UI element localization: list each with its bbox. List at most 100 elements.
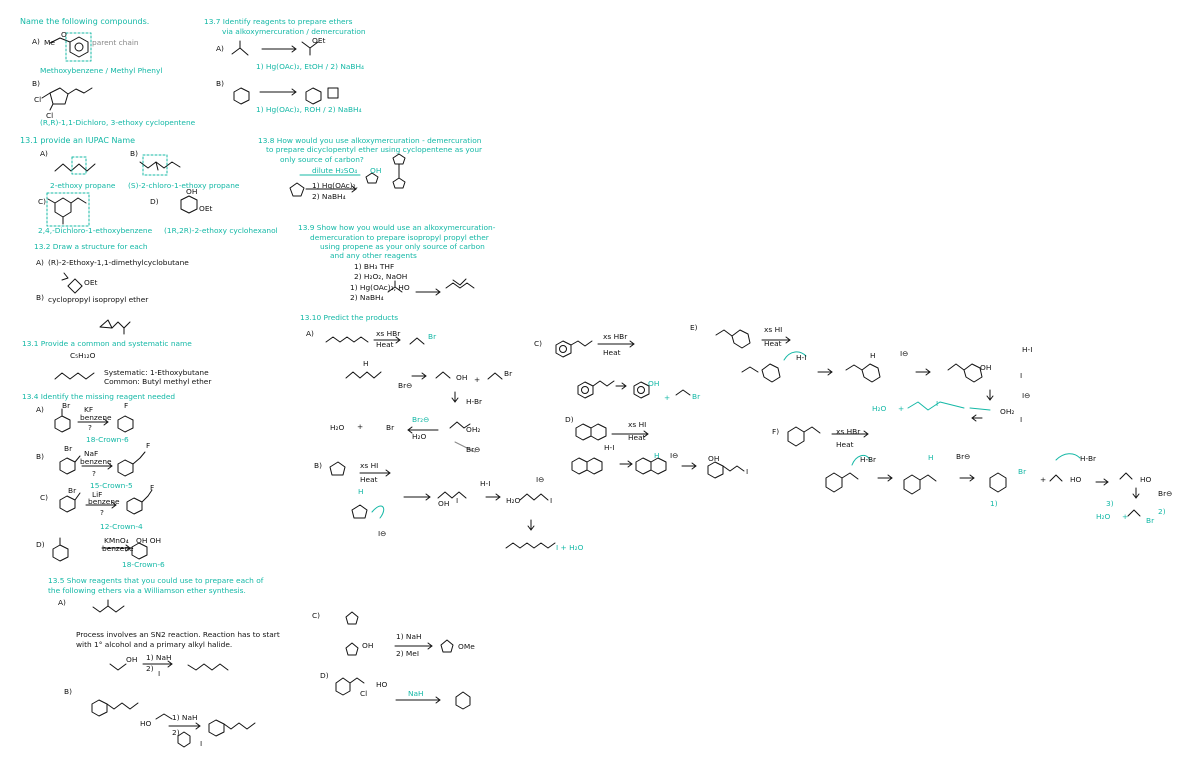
s131-a-label: A) [40, 149, 48, 158]
s139-r4: 2) NaBH₄ [350, 293, 384, 302]
s1310-d-cl: Cl [360, 689, 368, 698]
s134-b-label: B) [36, 452, 44, 461]
d-h: H [654, 451, 660, 460]
f-step3: 3) [1106, 499, 1114, 508]
s134-c-solvent: benzene [88, 497, 120, 506]
heading-13-1b: 13.1 Provide a common and systematic nam… [22, 339, 192, 348]
s1310-a-br2minus: Br₂⊖ [412, 415, 430, 424]
e-plus: + [898, 404, 905, 413]
s134-b-solvent: benzene [80, 457, 112, 466]
heading-13-4: 13.4 Identify the missing reagent needed [22, 392, 176, 401]
s134-b-crown: 15-Crown-5 [90, 481, 133, 490]
predict-a-mechanism [345, 371, 503, 453]
bromomethylcyclohexane-c [59, 489, 153, 515]
s1310-a-plus: + [474, 375, 481, 384]
s132-b-label: B) [36, 293, 44, 302]
s1310-a-heat: Heat [376, 340, 394, 349]
williamson-b-scheme [155, 713, 256, 748]
s135-b-label: B) [64, 687, 72, 696]
heading-13-7-line1: 13.7 Identify reagents to prepare ethers [204, 17, 353, 26]
isopropyl-propyl-ether-scheme [387, 278, 475, 296]
s1310-c-r2: 2) MeI [396, 649, 420, 658]
s1310-d-ho: HO [376, 680, 388, 689]
f-plus: + [1040, 475, 1047, 484]
a-answer: Methoxybenzene / Methyl Phenyl [40, 66, 163, 75]
bromomethylcyclohexane-b [59, 451, 146, 477]
s1310-a-plus2: + [357, 422, 364, 431]
s132-b-name: cyclopropyl isopropyl ether [48, 295, 149, 304]
f-hbr: H-Br [860, 455, 877, 464]
s1310-a-h2o1: H₂O [330, 423, 345, 432]
heading-13-7-line2: via alkoxymercuration / demercuration [222, 27, 366, 36]
s134-a-f: F [124, 401, 129, 410]
2-ethoxypropane [54, 156, 96, 175]
e-oh: OH [980, 363, 992, 372]
s135-note-2: with 1° alcohol and a primary alkyl hali… [76, 640, 233, 649]
d-im: I⊖ [670, 451, 679, 460]
predict-a-reactant [325, 336, 425, 345]
a-o: O [61, 30, 67, 39]
s131-d-oet: OEt [199, 204, 213, 213]
s1310-b-oh: OH [438, 499, 450, 508]
s131-d-oh: OH [186, 187, 198, 196]
s138-r2: 2) NaBH₄ [312, 192, 346, 201]
d-label: D) [565, 415, 574, 424]
s138-top: dilute H₂SO₄ [312, 166, 358, 175]
s131-c-answer: 2,4,-Dichloro-1-ethoxybenzene [38, 226, 153, 235]
dichloro-ethoxybenzene [46, 192, 90, 227]
e-im2: I⊖ [1022, 391, 1031, 400]
c-label: C) [534, 339, 543, 348]
f-h: H [928, 453, 934, 462]
s137-b-reagents: 1) Hg(OAc)₂, ROH / 2) NaBH₄ [256, 105, 362, 114]
s134-c-br: Br [68, 486, 77, 495]
williamson-b-target [91, 699, 139, 717]
d-xs-hi: xs HI [628, 420, 647, 429]
b-cl2: Cl [46, 111, 54, 120]
s1310-a-oh2: OH₂ [466, 425, 481, 434]
s131-a-answer: 2-ethoxy propane [50, 181, 116, 190]
heading-13-5-line2: the following ethers via a Williamson et… [48, 586, 246, 595]
s135-a-r1: 1) NaH [146, 653, 172, 662]
methylenecyclohexane [52, 537, 148, 562]
s1310-a-br2: Br [504, 369, 513, 378]
dichloro-ethoxy-cyclopentane [41, 87, 93, 111]
s134-c-lif: LiF [92, 490, 103, 499]
f-step1: 1) [990, 499, 998, 508]
s135-a-r2: 2) [146, 664, 154, 673]
butyl-methyl-ether [54, 372, 95, 380]
s139-r3: 1) Hg(OAc)₂, HO [350, 283, 410, 292]
f-brm: Br⊖ [956, 452, 971, 461]
s134-d-label: D) [36, 540, 45, 549]
methoxybenzene-structure [49, 32, 92, 62]
s1310-a-h: H [363, 359, 369, 368]
heading-13-1: 13.1 provide an IUPAC Name [20, 136, 136, 145]
s132-a-label: A) [36, 258, 44, 267]
s1310-b-heat: Heat [360, 475, 378, 484]
s134-b-q: ? [92, 469, 96, 478]
s134-a-crown: 18-Crown-6 [86, 435, 129, 444]
s1310-a-oh: OH [456, 373, 468, 382]
s132-a-name: (R)-2-Ethoxy-1,1-dimethylcyclobutane [48, 258, 189, 267]
dicyclopentyl-ether-scheme [289, 153, 406, 197]
b-label: B) [32, 79, 40, 88]
predict-d-chromane [571, 423, 745, 479]
s131b-common: Common: Butyl methyl ether [104, 377, 212, 386]
e-h2o: H₂O [872, 404, 887, 413]
heading-13-8-line1: 13.8 How would you use alkoxymercuration… [258, 136, 482, 145]
e-i3: I [936, 399, 939, 408]
e-xs-hi: xs HI [764, 325, 783, 334]
s137-b-label: B) [216, 79, 224, 88]
e-im: I⊖ [900, 349, 909, 358]
heading-name-compounds: Name the following compounds. [20, 17, 150, 26]
williamson-a-scheme [109, 660, 229, 671]
s131b-systematic: Systematic: 1-Ethoxybutane [104, 368, 209, 377]
c-xs-hbr: xs HBr [603, 332, 628, 341]
c-oh: OH [648, 379, 660, 388]
s1310-b-im: I⊖ [536, 475, 545, 484]
d-heat: Heat [628, 433, 646, 442]
s1310-a-label: A) [306, 329, 314, 338]
a-parent-chain: parent chain [92, 38, 139, 47]
f-step2: 2) [1158, 507, 1166, 516]
e-i2: I [1020, 415, 1023, 424]
